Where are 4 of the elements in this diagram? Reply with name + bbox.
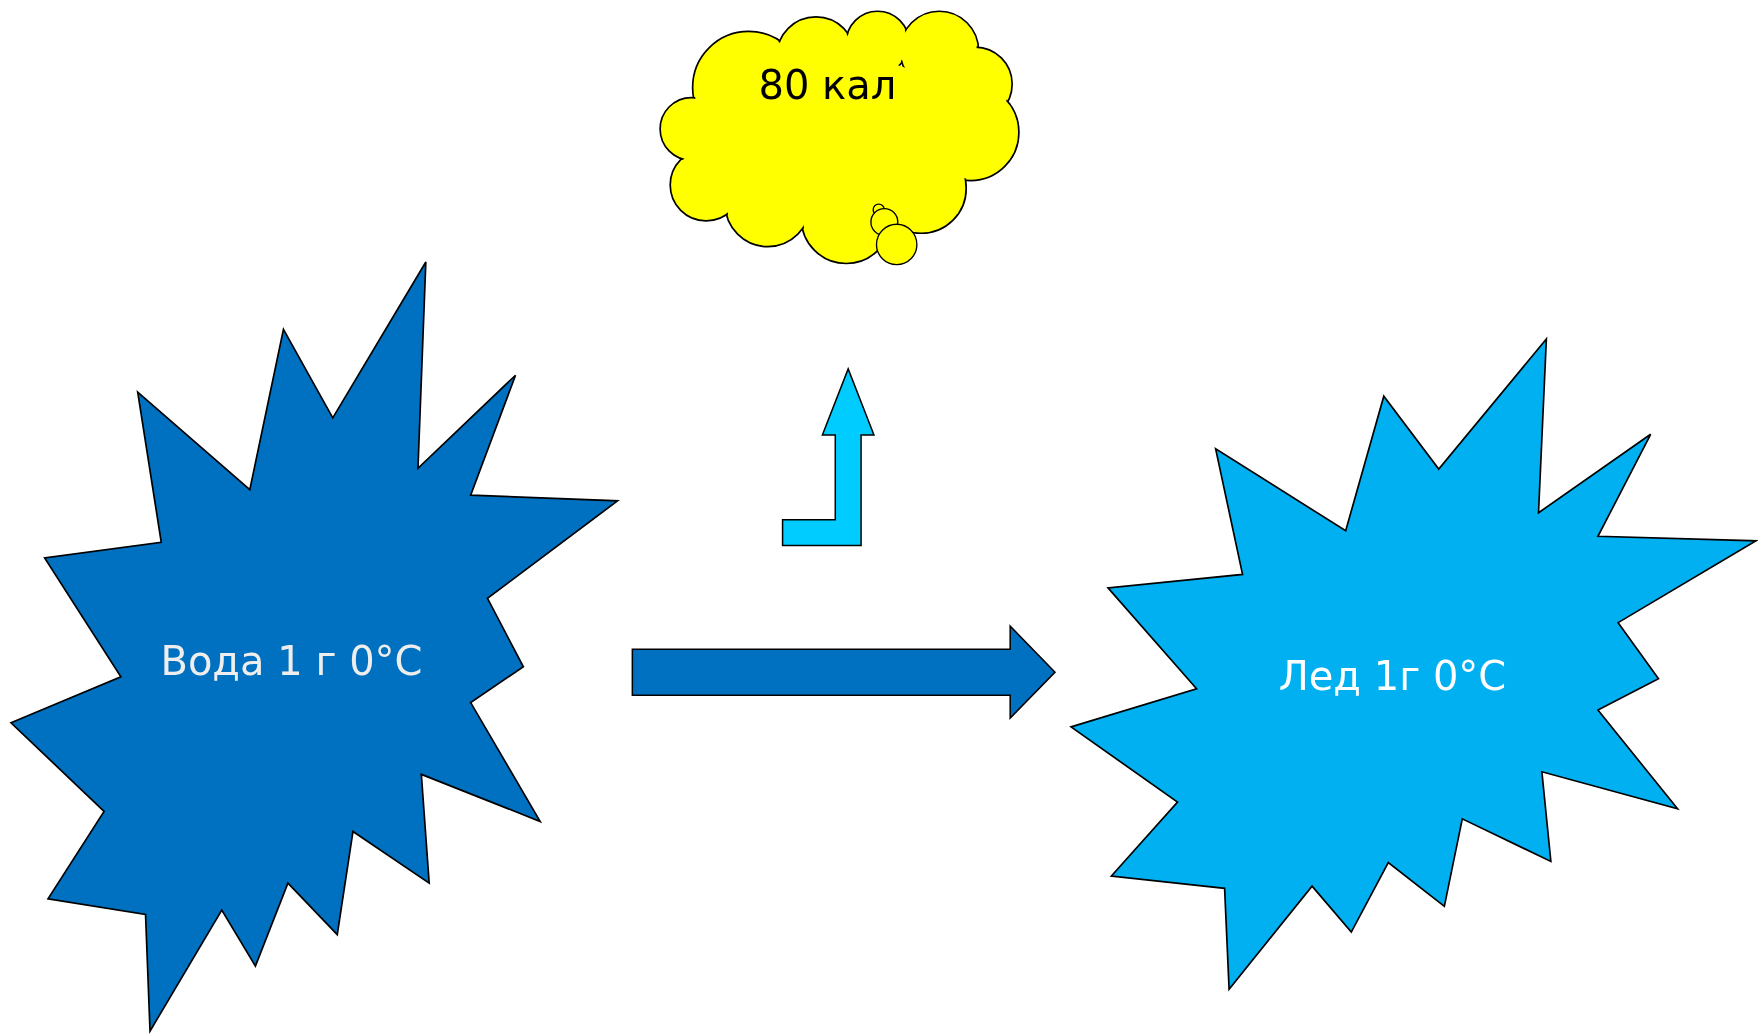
node-label: Вода 1 г 0°C: [159, 637, 424, 687]
node-label: Лед 1г 0°C: [1277, 652, 1508, 702]
block-arrow: [631, 624, 1057, 720]
node-label: 80 кал: [757, 61, 898, 111]
